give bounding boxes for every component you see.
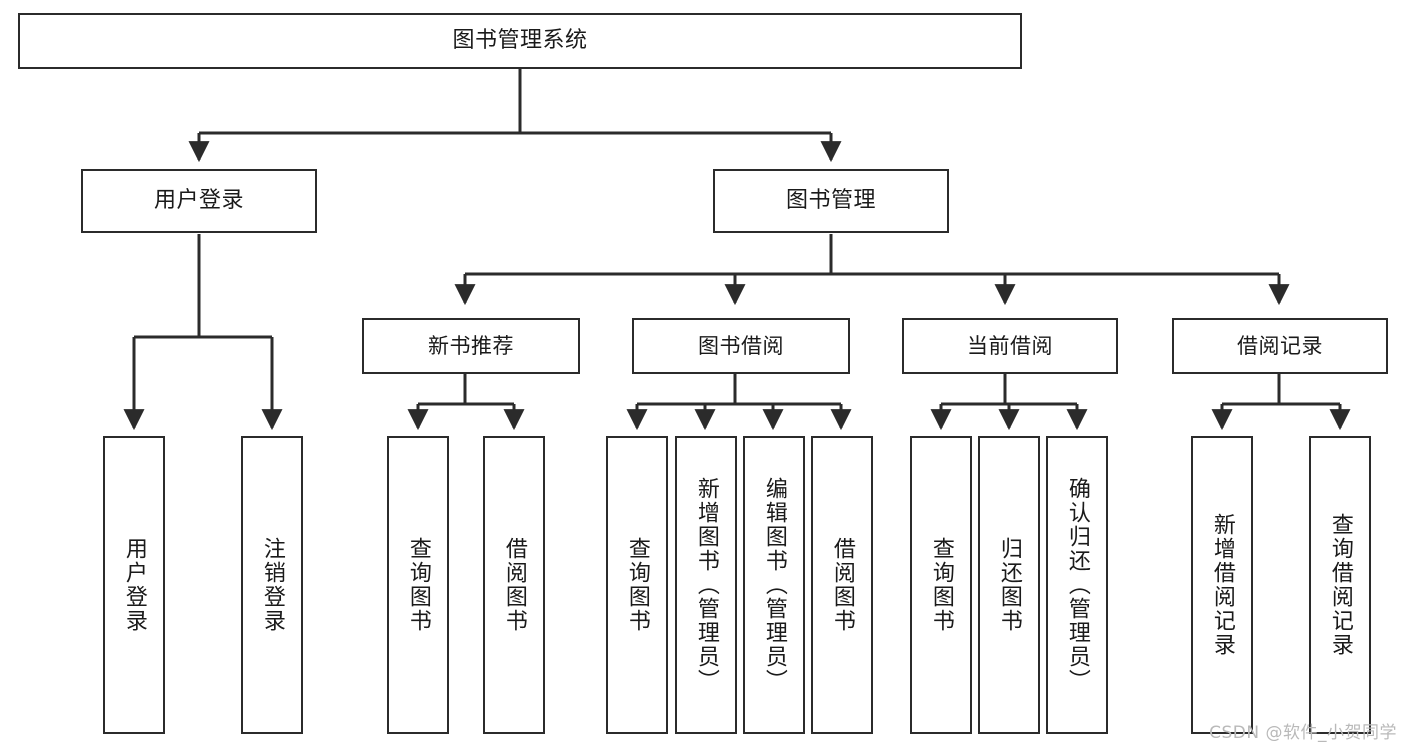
node-label: 新书推荐: [428, 333, 514, 358]
leaf-borrow-record-query-record[interactable]: 查询借阅记录: [1309, 436, 1371, 734]
node-book-management-system[interactable]: 图书管理系统: [18, 13, 1022, 69]
node-label: 新增借阅记录: [1209, 513, 1235, 657]
node-label: 查询图书: [624, 537, 650, 633]
node-label: 用户登录: [121, 537, 147, 633]
leaf-new-book-borrow-book[interactable]: 借阅图书: [483, 436, 545, 734]
leaf-new-book-query-book[interactable]: 查询图书: [387, 436, 449, 734]
leaf-book-borrow-borrow-book[interactable]: 借阅图书: [811, 436, 873, 734]
node-label: 当前借阅: [967, 333, 1053, 358]
leaf-book-borrow-query-book[interactable]: 查询图书: [606, 436, 668, 734]
leaf-current-borrow-confirm-return[interactable]: 确认归还（管理员）: [1046, 436, 1108, 734]
node-label: 确认归还（管理员）: [1064, 477, 1090, 693]
node-current-borrow[interactable]: 当前借阅: [902, 318, 1118, 374]
node-book-management[interactable]: 图书管理: [713, 169, 949, 233]
leaf-borrow-record-add-record[interactable]: 新增借阅记录: [1191, 436, 1253, 734]
leaf-book-borrow-add-book[interactable]: 新增图书（管理员）: [675, 436, 737, 734]
watermark-text: CSDN @软件_小贺同学: [1209, 723, 1397, 743]
node-label: 用户登录: [153, 188, 244, 214]
node-label: 图书借阅: [698, 333, 784, 358]
node-label: 编辑图书（管理员）: [761, 477, 787, 693]
node-label: 注销登录: [259, 537, 285, 633]
node-label: 图书管理系统: [452, 28, 588, 54]
leaf-current-borrow-query-book[interactable]: 查询图书: [910, 436, 972, 734]
node-new-book-recommend[interactable]: 新书推荐: [362, 318, 580, 374]
node-label: 查询借阅记录: [1327, 513, 1353, 657]
leaf-user-login-login[interactable]: 用户登录: [103, 436, 165, 734]
node-label: 借阅记录: [1237, 333, 1323, 358]
node-book-borrow[interactable]: 图书借阅: [632, 318, 850, 374]
leaf-current-borrow-return-book[interactable]: 归还图书: [978, 436, 1040, 734]
node-label: 归还图书: [996, 537, 1022, 633]
node-label: 借阅图书: [501, 537, 527, 633]
leaf-user-login-logout[interactable]: 注销登录: [241, 436, 303, 734]
node-label: 查询图书: [405, 537, 431, 633]
node-label: 新增图书（管理员）: [693, 477, 719, 693]
leaf-book-borrow-edit-book[interactable]: 编辑图书（管理员）: [743, 436, 805, 734]
node-label: 借阅图书: [829, 537, 855, 633]
node-label: 图书管理: [785, 188, 876, 214]
node-label: 查询图书: [928, 537, 954, 633]
node-borrow-record[interactable]: 借阅记录: [1172, 318, 1388, 374]
node-user-login[interactable]: 用户登录: [81, 169, 317, 233]
